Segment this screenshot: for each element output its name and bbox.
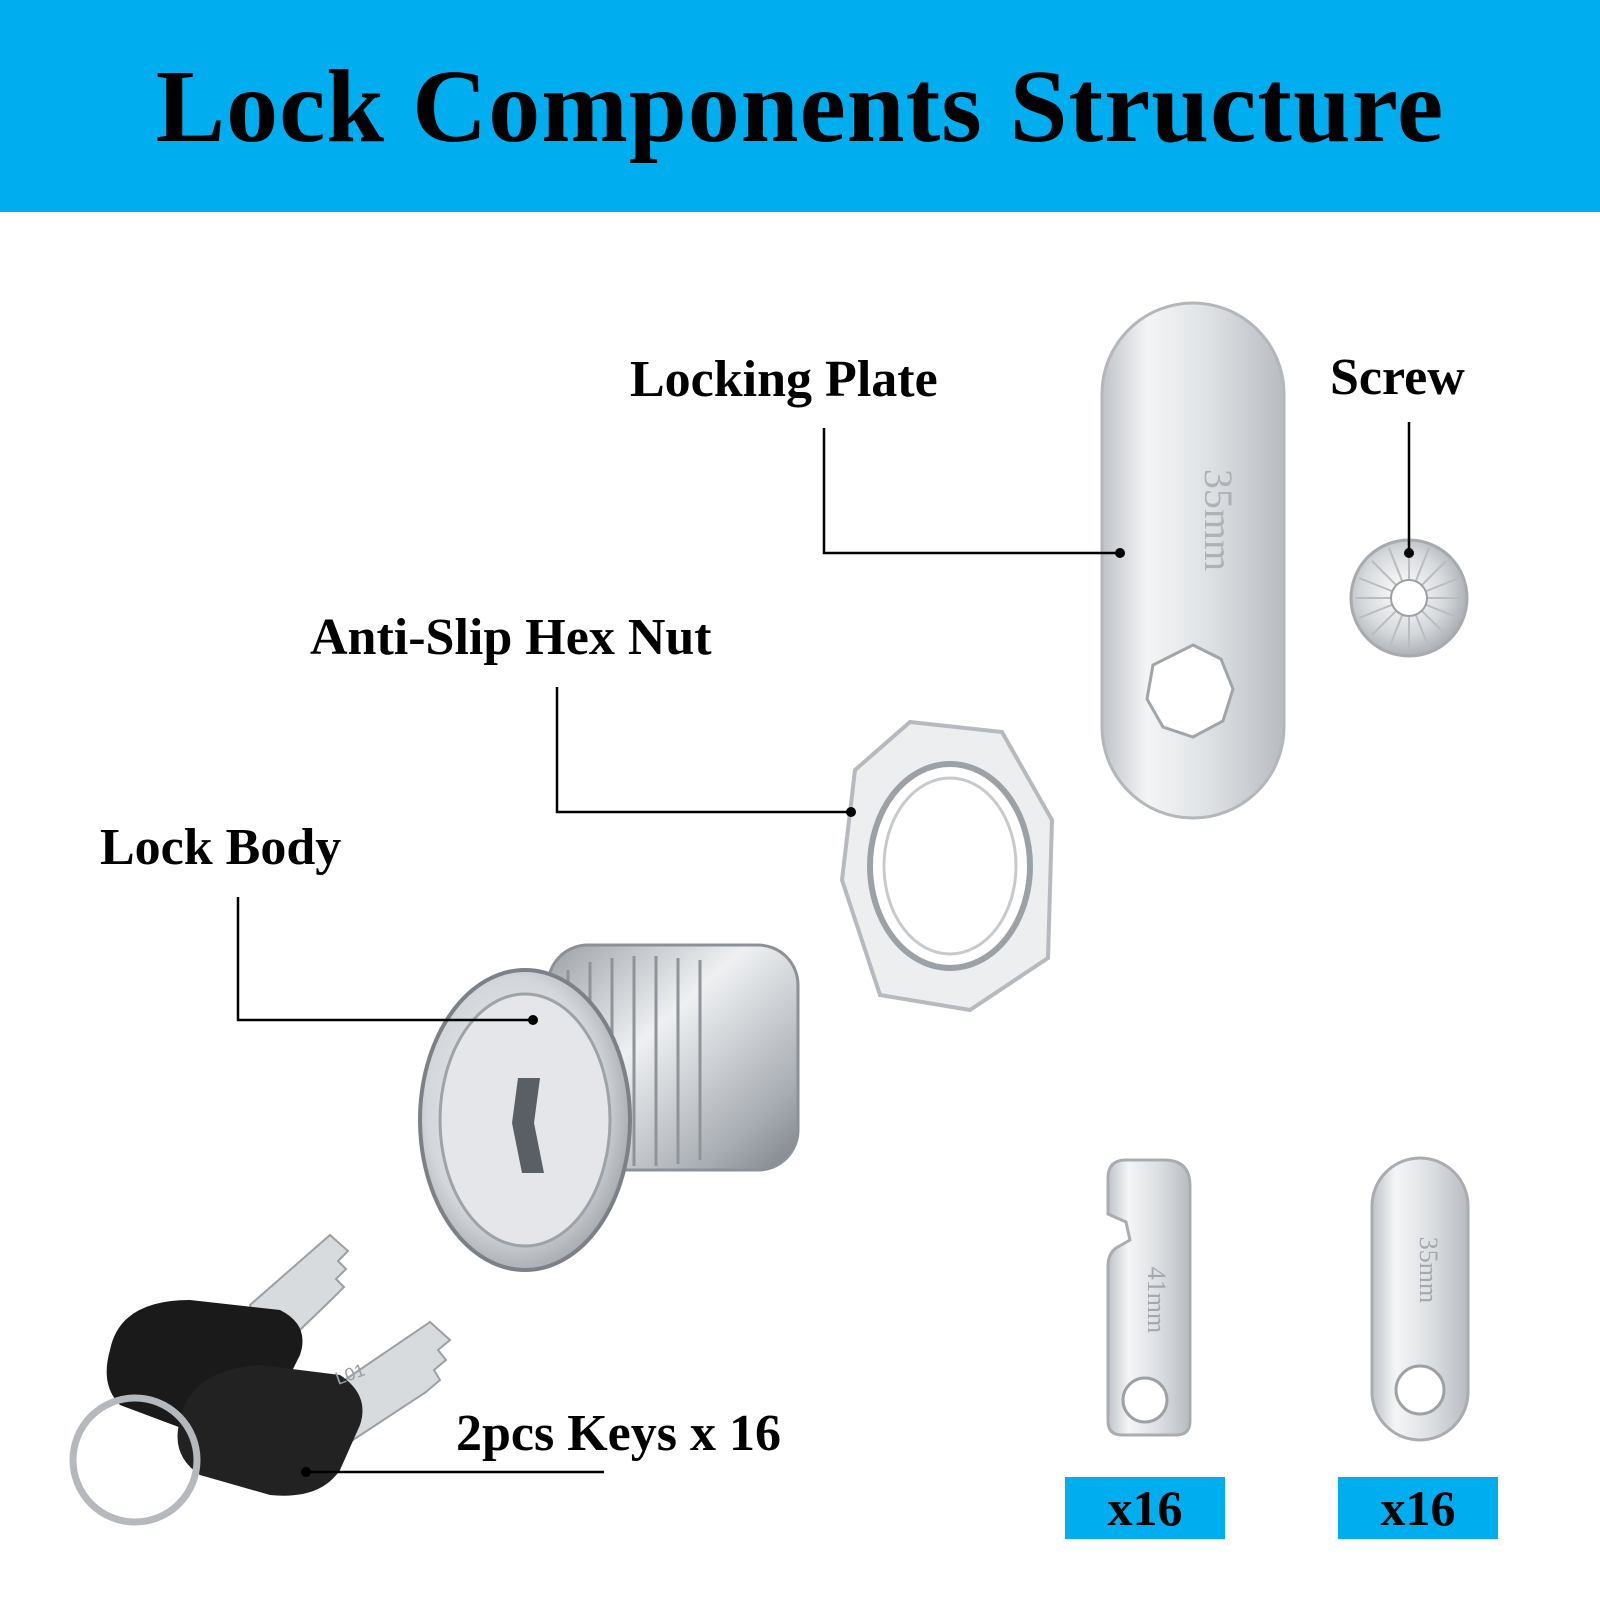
lock-body-image xyxy=(418,943,800,1272)
quantity-badge-plate-35mm: x16 xyxy=(1338,1477,1498,1539)
hex-nut-label: Anti-Slip Hex Nut xyxy=(310,609,712,666)
locking-plate-image: 35mm xyxy=(1100,301,1286,820)
hex-nut-image xyxy=(839,719,1055,1013)
keys-leader-dot xyxy=(301,1467,311,1477)
keys-label: 2pcs Keys x 16 xyxy=(456,1405,781,1462)
locking-plate-label: Locking Plate xyxy=(630,351,938,408)
locking-plate-leader-dot xyxy=(1115,548,1125,558)
keys-image: L01 xyxy=(69,1233,452,1526)
locking-plate-leader xyxy=(822,428,1120,555)
title-banner xyxy=(0,0,1600,212)
extra-plate-41mm-image: 41mm xyxy=(1106,1158,1192,1437)
screw-label: Screw xyxy=(1330,349,1465,406)
extra-plate-1-stamp: 41mm xyxy=(1142,1267,1171,1333)
main-plate-stamp: 35mm xyxy=(1196,469,1241,571)
lock-body-leader xyxy=(236,897,533,1022)
quantity-badge-plate-41mm: x16 xyxy=(1065,1477,1225,1539)
extra-plate-35mm-image: 35mm xyxy=(1370,1156,1470,1442)
hex-nut-leader-dot xyxy=(846,807,856,817)
screw-leader-dot xyxy=(1404,548,1414,558)
page-title: Lock Components Structure xyxy=(155,48,1445,164)
lock-body-leader-dot xyxy=(528,1015,538,1025)
lock-body-label: Lock Body xyxy=(100,819,342,876)
extra-plate-2-stamp: 35mm xyxy=(1414,1237,1443,1303)
screw-image xyxy=(1349,538,1469,658)
hex-nut-leader xyxy=(555,687,851,814)
